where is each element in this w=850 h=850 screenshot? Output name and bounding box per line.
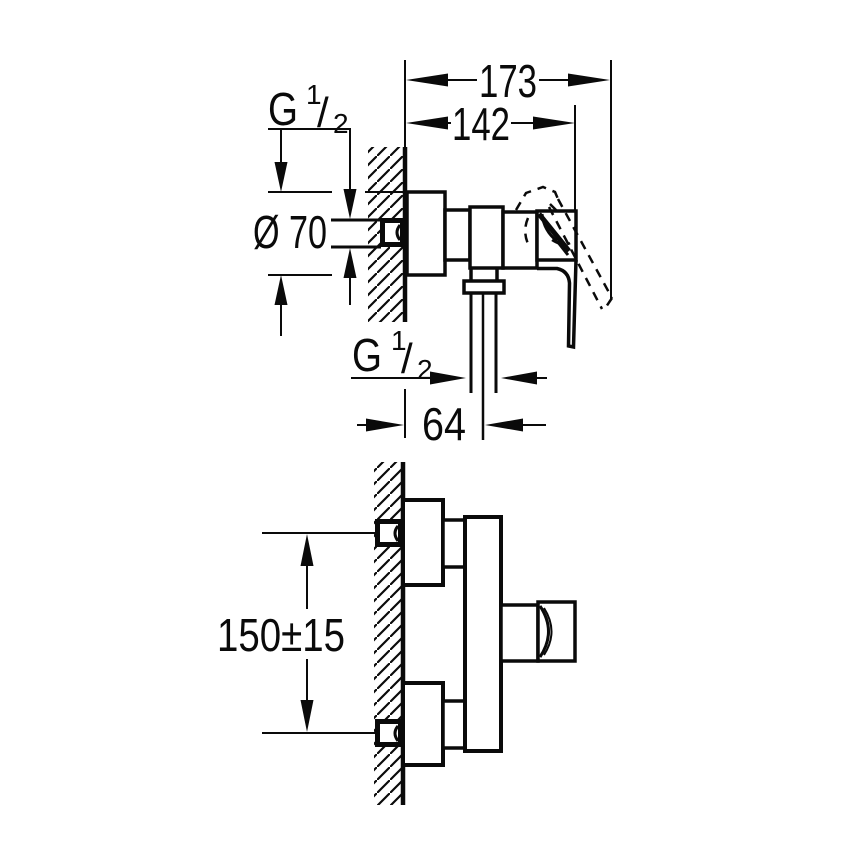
- union-nut-detail: [393, 725, 400, 742]
- arrowhead-right: [568, 73, 610, 87]
- arrowhead-up: [300, 534, 314, 566]
- thread-letter: G: [352, 329, 382, 381]
- thread-numerator: 1: [391, 325, 407, 356]
- arrowhead-left: [406, 73, 448, 87]
- mixer-body: [463, 515, 503, 753]
- lever-pivot-arc: [540, 213, 558, 243]
- lever-handle-solid: [537, 259, 578, 350]
- thread-numerator: 1: [306, 79, 322, 110]
- knob-curve: [538, 605, 550, 658]
- thread-slash: /: [317, 89, 329, 136]
- side-view: 173 142 G 1 / 2 Ø 70: [253, 55, 614, 450]
- arrowhead-down: [300, 700, 314, 732]
- connector-collar-bottom: [441, 699, 467, 750]
- dim-label-142: 142: [452, 98, 510, 150]
- dim-escutcheon-diameter: Ø 70: [253, 129, 407, 336]
- plan-view: 150±15: [217, 462, 577, 805]
- escutcheon: [405, 190, 447, 277]
- hidden-pivot-arc: [524, 217, 531, 247]
- knob-curve-inner: [543, 607, 553, 656]
- dim-label-173: 173: [479, 55, 537, 107]
- dim-label-150: 150±15: [217, 609, 345, 661]
- arrowhead-left: [485, 418, 523, 432]
- arrowhead-up: [274, 275, 288, 305]
- outlet-assembly: [462, 268, 506, 440]
- thread-slash: /: [401, 335, 413, 382]
- dim-inlet-spacing: 150±15: [217, 532, 375, 734]
- arrowhead-up: [343, 248, 357, 278]
- escutcheon-bottom: [401, 681, 445, 767]
- thread-letter: G: [268, 83, 298, 135]
- label-outlet-thread: G 1 / 2: [351, 325, 547, 385]
- dim-body-projection: 142: [406, 98, 575, 150]
- connector-collar-top: [441, 518, 467, 569]
- label-inlet-thread: G 1 / 2: [268, 79, 351, 139]
- union-nut-detail: [393, 525, 400, 542]
- wall-hatching: [374, 462, 403, 805]
- union-nut-detail: [395, 224, 402, 241]
- mixer-body: [468, 205, 505, 270]
- arrowhead-down: [274, 162, 288, 192]
- arrowhead-down: [343, 189, 357, 219]
- arrowhead-right: [366, 418, 404, 432]
- cartridge-housing: [501, 210, 539, 270]
- dim-inlet-thread-arrows: [343, 129, 357, 305]
- connector-nut: [443, 208, 472, 262]
- thread-denominator: 2: [333, 108, 349, 139]
- dim-label-diameter-70: Ø 70: [253, 206, 327, 258]
- lever-swing-dashed: [514, 185, 614, 311]
- arrowhead-left: [501, 371, 537, 385]
- dim-wall-to-outlet: 64: [357, 389, 546, 450]
- dim-label-64: 64: [422, 398, 466, 450]
- wall-union-nut: [380, 218, 405, 247]
- outlet-nut: [462, 279, 506, 295]
- arrowhead-right: [533, 116, 575, 130]
- arrowhead-left: [406, 116, 448, 130]
- arrowhead-right: [430, 371, 466, 385]
- wall-union-nut: [375, 519, 403, 547]
- wall-union-nut: [375, 719, 403, 747]
- escutcheon-top: [401, 498, 445, 587]
- handle-stem: [499, 603, 540, 663]
- dim-total-projection: 173: [406, 55, 610, 107]
